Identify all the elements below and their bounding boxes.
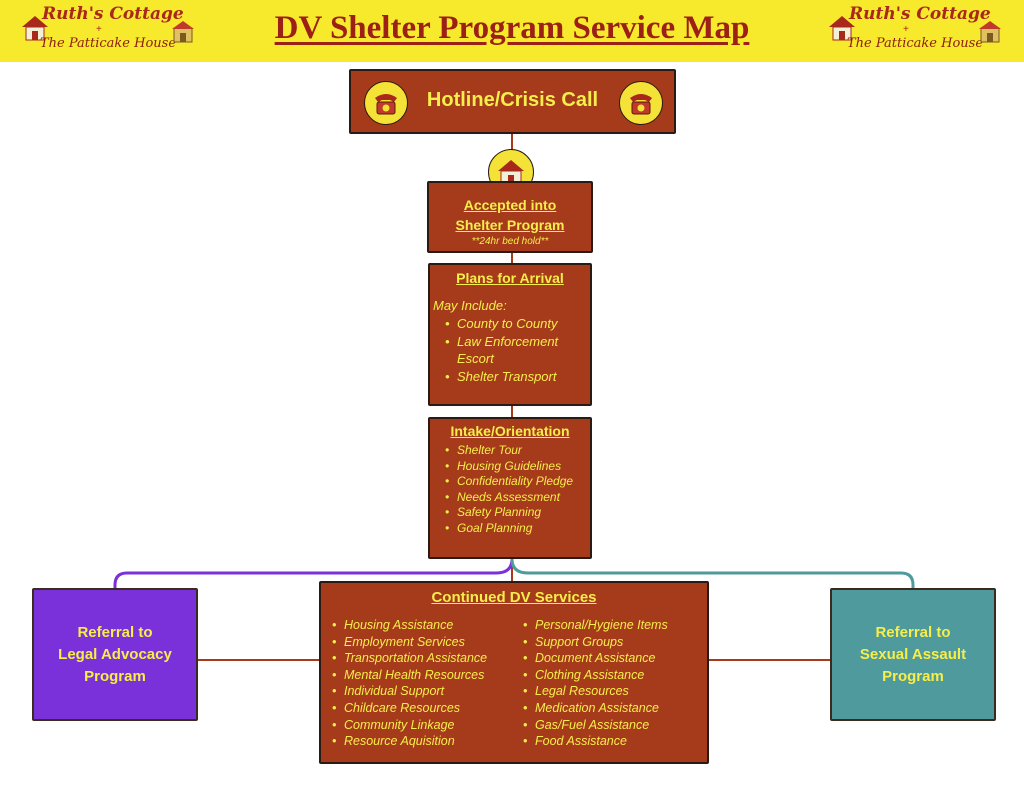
accepted-line2: Shelter Program — [455, 217, 565, 233]
referral-sexual-line3: Program — [882, 667, 944, 685]
list-item: Mental Health Resources — [332, 667, 487, 684]
list-item: Individual Support — [332, 683, 487, 700]
logo-right: Ruth's Cottage + The Patticake House — [827, 4, 1002, 58]
referral-legal-advocacy: Referral to Legal Advocacy Program — [32, 588, 198, 721]
logo-plus: + — [903, 24, 909, 35]
referral-legal-line3: Program — [84, 667, 146, 685]
accepted-line1: Accepted into — [463, 197, 557, 213]
logo-line2: The Patticake House — [40, 36, 177, 51]
logo-left: Ruth's Cottage + The Patticake House — [20, 4, 195, 58]
accepted-box: Accepted into Shelter Program **24hr bed… — [427, 181, 593, 253]
telephone-icon — [619, 81, 663, 125]
list-item: Gas/Fuel Assistance — [523, 717, 668, 734]
list-item: Community Linkage — [332, 717, 487, 734]
referral-sexual-line2: Sexual Assault — [859, 645, 967, 663]
intake-heading: Intake/Orientation — [450, 423, 570, 439]
continued-services-box: Continued DV Services Housing Assistance… — [319, 581, 709, 764]
intake-list: Shelter Tour Housing Guidelines Confiden… — [445, 443, 590, 537]
referral-legal-line2: Legal Advocacy — [58, 645, 172, 663]
referral-sexual-line1: Referral to — [875, 623, 951, 641]
intake-box: Intake/Orientation Shelter Tour Housing … — [428, 417, 592, 559]
logo-line1: Ruth's Cottage — [849, 4, 991, 24]
list-item: Housing Guidelines — [445, 459, 590, 475]
list-item: Employment Services — [332, 634, 487, 651]
list-item: Legal Resources — [523, 683, 668, 700]
referral-sexual-assault: Referral to Sexual Assault Program — [830, 588, 996, 721]
plans-heading: Plans for Arrival — [456, 270, 564, 286]
services-column-2: Personal/Hygiene Items Support Groups Do… — [523, 617, 668, 750]
hotline-label: Hotline/Crisis Call — [426, 89, 599, 111]
list-item: Childcare Resources — [332, 700, 487, 717]
list-item: Shelter Tour — [445, 443, 590, 459]
plans-subheading: May Include: — [433, 298, 507, 313]
patticake-house-icon — [172, 21, 194, 43]
logo-line1: Ruth's Cottage — [42, 4, 184, 24]
patticake-house-icon — [979, 21, 1001, 43]
telephone-icon — [364, 81, 408, 125]
cottage-icon — [22, 16, 48, 41]
list-item: Needs Assessment — [445, 490, 590, 506]
list-item: Document Assistance — [523, 650, 668, 667]
list-item: Goal Planning — [445, 521, 590, 537]
logo-plus: + — [96, 24, 102, 35]
hotline-box: Hotline/Crisis Call — [349, 69, 676, 134]
accepted-heading: Accepted into Shelter Program — [429, 195, 591, 235]
list-item: Clothing Assistance — [523, 667, 668, 684]
list-item: Law Enforcement Escort — [445, 333, 590, 368]
continued-heading: Continued DV Services — [431, 589, 597, 606]
list-item: Food Assistance — [523, 733, 668, 750]
list-item: Confidentiality Pledge — [445, 474, 590, 490]
logo-line2: The Patticake House — [847, 36, 984, 51]
plans-list: County to County Law Enforcement Escort … — [445, 315, 590, 386]
list-item: County to County — [445, 315, 590, 333]
list-item: Transportation Assistance — [332, 650, 487, 667]
list-item: Medication Assistance — [523, 700, 668, 717]
services-column-1: Housing Assistance Employment Services T… — [332, 617, 487, 750]
list-item: Safety Planning — [445, 505, 590, 521]
page-title: DV Shelter Program Service Map — [274, 10, 750, 46]
list-item: Shelter Transport — [445, 368, 590, 386]
list-item: Resource Aquisition — [332, 733, 487, 750]
header-bar: Ruth's Cottage + The Patticake House DV … — [0, 0, 1024, 62]
cottage-icon — [829, 16, 855, 41]
accepted-note: **24hr bed hold** — [471, 236, 549, 247]
plans-box: Plans for Arrival May Include: County to… — [428, 263, 592, 406]
list-item: Personal/Hygiene Items — [523, 617, 668, 634]
list-item: Housing Assistance — [332, 617, 487, 634]
list-item: Support Groups — [523, 634, 668, 651]
referral-legal-line1: Referral to — [77, 623, 153, 641]
